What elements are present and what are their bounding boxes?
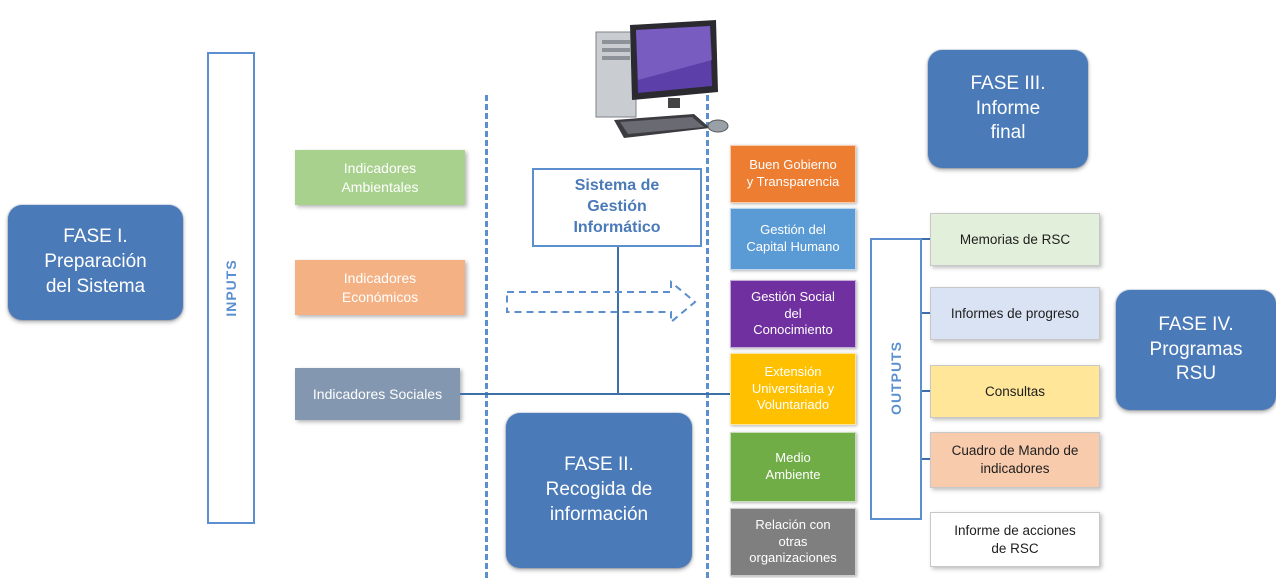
output-consultas: Consultas [930,365,1100,418]
output-tick-2 [922,312,932,314]
indicator-economicos: Indicadores Económicos [295,260,465,315]
dashed-divider-left [485,95,488,578]
connector-system-down [617,247,619,393]
system-box: Sistema de Gestión Informático [532,168,702,247]
area-capital-humano: Gestión del Capital Humano [730,208,856,270]
fase1-box: FASE I. Preparación del Sistema [8,205,183,320]
indicator-sociales: Indicadores Sociales [295,368,460,420]
area-gestion-social: Gestión Social del Conocimiento [730,280,856,348]
dashed-divider-right [706,95,709,578]
inputs-label: INPUTS [223,259,239,317]
fase4-box: FASE IV. Programas RSU [1116,290,1276,410]
inputs-bracket [207,52,255,524]
area-medio-ambiente: Medio Ambiente [730,432,856,502]
area-extension: Extensión Universitaria y Voluntariado [730,353,856,425]
area-buen-gobierno: Buen Gobierno y Transparencia [730,145,856,203]
output-memorias: Memorias de RSC [930,213,1100,266]
outputs-label: OUTPUTS [888,341,904,415]
connector-sociales-to-areas [460,393,730,395]
output-tick-1 [922,238,932,240]
output-tick-3 [922,390,932,392]
output-informe-acciones: Informe de acciones de RSC [930,512,1100,567]
desktop-computer-icon [595,20,729,138]
fase3-box: FASE III. Informe final [928,50,1088,168]
area-relacion: Relación con otras organizaciones [730,508,856,576]
dashed-arrow-right [506,279,697,325]
indicator-ambientales: Indicadores Ambientales [295,150,465,205]
output-informes-progreso: Informes de progreso [930,287,1100,340]
outputs-bracket [870,238,922,520]
output-cuadro-mando: Cuadro de Mando de indicadores [930,432,1100,488]
output-tick-4 [922,458,932,460]
fase2-box: FASE II. Recogida de información [506,413,692,568]
